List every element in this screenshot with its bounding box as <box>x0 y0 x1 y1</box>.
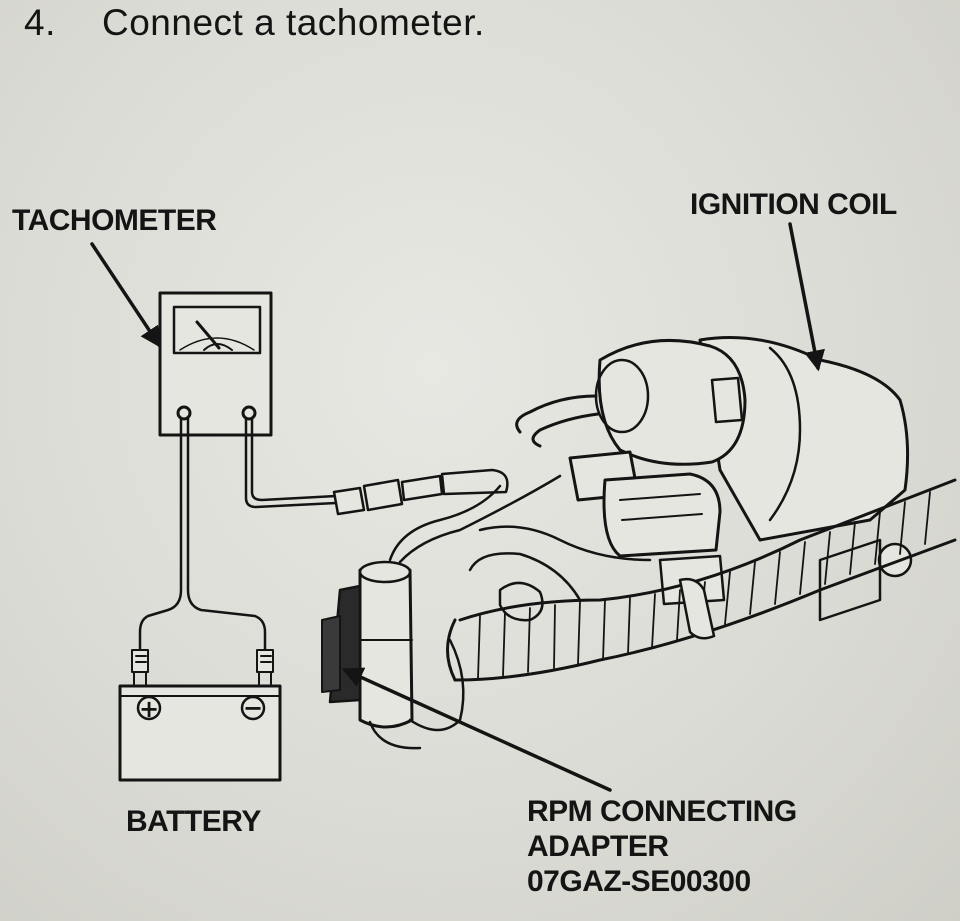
battery-label: BATTERY <box>126 805 261 838</box>
step-instruction: 4. Connect a tachometer. <box>24 2 485 44</box>
battery-clip-negative <box>256 649 274 685</box>
adapter-label-line-1: RPM CONNECTING <box>527 795 797 828</box>
inline-connector <box>332 468 509 516</box>
positive-sign: + <box>139 695 159 723</box>
negative-terminal-icon <box>240 695 266 721</box>
step-text: Connect a tachometer. <box>102 2 485 43</box>
tachometer-unit <box>158 291 273 437</box>
positive-terminal-icon <box>136 695 162 721</box>
wire-harness <box>446 478 957 682</box>
adapter-part-number: 07GAZ-SE00300 <box>527 865 751 898</box>
ignition-coil <box>515 336 913 606</box>
tachometer-wires <box>138 417 338 652</box>
engine-bracket <box>468 525 882 622</box>
adapter-arrow-icon <box>341 667 612 792</box>
tachometer-label: TACHOMETER <box>12 204 217 237</box>
ignition-coil-label: IGNITION COIL <box>690 188 897 221</box>
ignition-coil-arrow-icon <box>788 222 825 372</box>
step-number: 4. <box>24 2 56 43</box>
battery-clip-positive <box>131 649 149 685</box>
tachometer-arrow-icon <box>90 242 161 348</box>
adapter-label-line-2: ADAPTER <box>527 830 669 863</box>
rpm-connecting-adapter <box>321 474 562 750</box>
negative-sign: − <box>243 694 263 722</box>
battery: + − <box>118 684 282 782</box>
adapter-label: RPM CONNECTING ADAPTER 07GAZ-SE00300 <box>527 794 797 899</box>
